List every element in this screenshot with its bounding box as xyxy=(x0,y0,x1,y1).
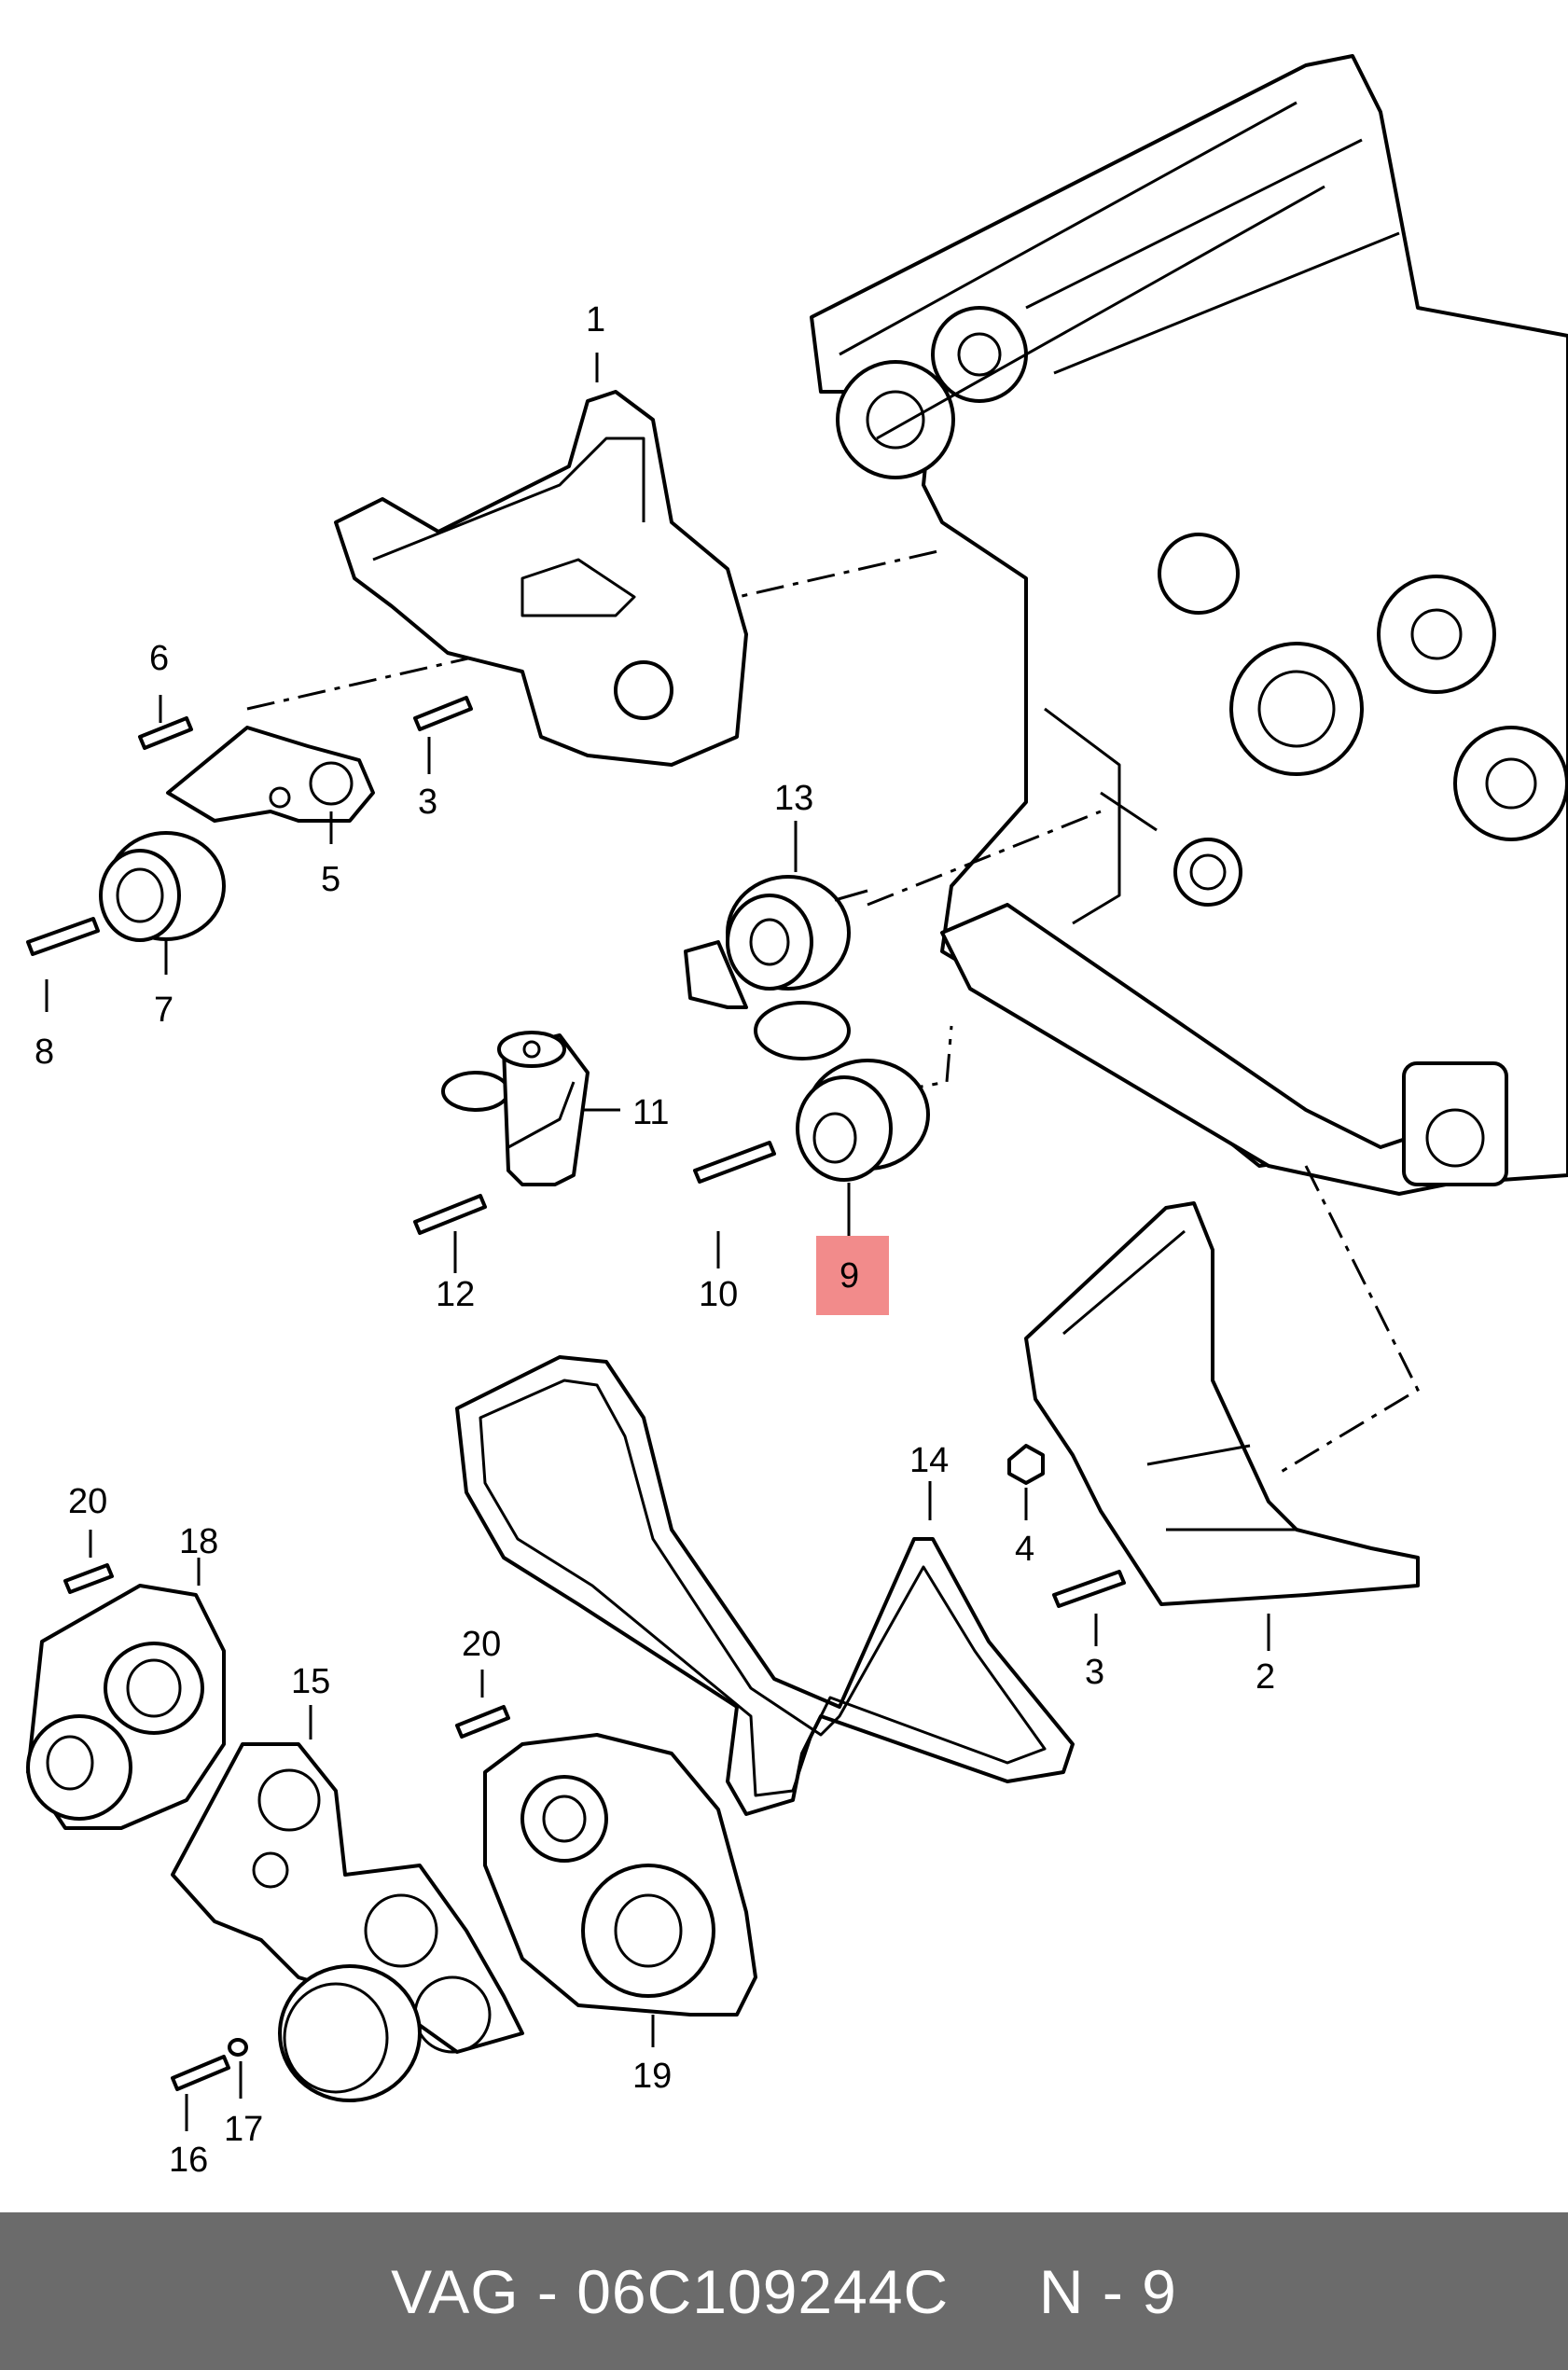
hydraulic-tensioner-11 xyxy=(441,1031,590,1186)
bolt-8 xyxy=(26,917,100,956)
tensioner-pulley-13 xyxy=(684,875,868,1060)
callout-3-lower: 3 xyxy=(1085,1653,1104,1692)
engine-block-drawing xyxy=(810,54,1568,1196)
callout-15: 15 xyxy=(291,1662,330,1701)
inner-cover-15 xyxy=(171,1742,524,2054)
callout-3-upper: 3 xyxy=(418,783,437,822)
bolt-16 xyxy=(171,2055,230,2091)
footer-part-text: VAG - 06C109244C N - 9 xyxy=(391,2256,1177,2326)
idler-bracket xyxy=(166,726,375,823)
callout-7: 7 xyxy=(154,991,173,1030)
parts-diagram: 1 6 3 5 13 7 8 11 12 10 9 14 4 3 2 20 18… xyxy=(26,54,1568,2180)
callout-labels: 1 6 3 5 13 7 8 11 12 10 9 14 4 3 2 20 18… xyxy=(35,300,1275,2180)
callout-2: 2 xyxy=(1256,1657,1275,1697)
rear-timing-cover-2 xyxy=(1024,1201,1420,1606)
assembly-line-pulley13 xyxy=(867,810,1102,907)
callout-18: 18 xyxy=(179,1522,218,1561)
upper-timing-cover xyxy=(334,390,748,767)
bolt-3-upper xyxy=(413,696,473,731)
callout-20-left: 20 xyxy=(68,1482,107,1521)
callout-17: 17 xyxy=(224,2110,263,2149)
washer-17 xyxy=(228,2038,248,2057)
callout-9: 9 xyxy=(840,1256,859,1296)
callout-19: 19 xyxy=(632,2057,672,2096)
idler-pulley-7 xyxy=(99,831,226,942)
callout-5: 5 xyxy=(321,860,340,899)
callout-10: 10 xyxy=(699,1275,738,1314)
bolt-20-mid xyxy=(455,1705,510,1739)
callout-6: 6 xyxy=(149,639,169,678)
crankshaft-pulley xyxy=(278,1964,422,2102)
callout-14: 14 xyxy=(909,1441,949,1480)
callout-9-highlight xyxy=(816,1236,889,1315)
bolt-12 xyxy=(413,1194,487,1235)
front-cover-18 xyxy=(26,1584,226,1830)
bolt-20-left xyxy=(63,1563,114,1594)
callout-13: 13 xyxy=(774,779,813,818)
callout-16: 16 xyxy=(169,2141,208,2180)
bolt-10 xyxy=(693,1141,776,1184)
bolt-3-lower xyxy=(1052,1570,1126,1608)
callout-8: 8 xyxy=(35,1033,54,1072)
assembly-line-cover2 xyxy=(1277,1165,1420,1476)
front-cover-19 xyxy=(483,1733,757,2017)
idler-pulley-9 xyxy=(796,1059,930,1182)
nut-4 xyxy=(1007,1444,1045,1485)
timing-belt-14 xyxy=(455,1355,1075,1816)
assembly-line-cover xyxy=(246,548,943,711)
callout-1: 1 xyxy=(586,300,605,340)
callout-4: 4 xyxy=(1015,1530,1034,1569)
bolt-6 xyxy=(138,716,193,750)
part-number-footer: VAG - 06C109244C N - 9 xyxy=(0,2212,1568,2370)
callout-11: 11 xyxy=(632,1093,669,1132)
callout-20-mid: 20 xyxy=(462,1625,501,1664)
callout-12: 12 xyxy=(436,1275,475,1314)
